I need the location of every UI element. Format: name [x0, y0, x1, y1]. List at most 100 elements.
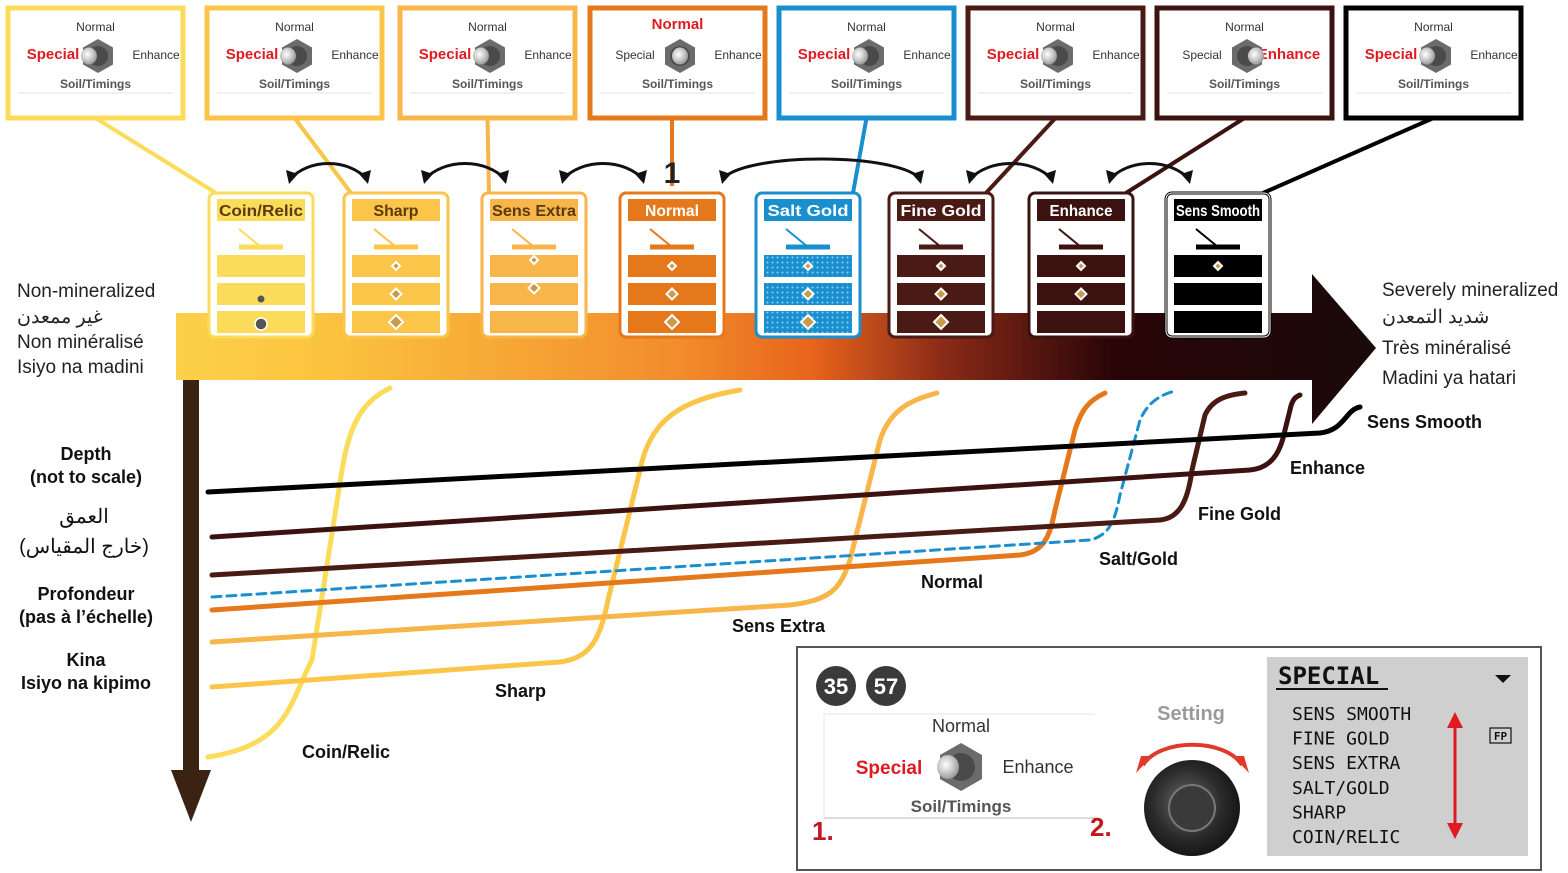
mode-card-title: Sharp: [374, 203, 419, 220]
switch-normal-label: Normal: [1225, 20, 1264, 34]
depth-label-fr: Profondeur: [38, 584, 135, 604]
toggle-switch-icon: [1041, 39, 1073, 73]
switch-special-label: Special: [798, 46, 851, 63]
curve-enhance: [209, 392, 1303, 540]
menu-item-sharp[interactable]: SHARP: [1292, 802, 1346, 823]
depth-label-sw-note: Isiyo na kipimo: [21, 673, 151, 693]
mode-card-title: Enhance: [1050, 203, 1113, 220]
switch-special-label: Special: [226, 46, 279, 63]
depth-labels: Depth (not to scale) العمق (خارج المقياس…: [19, 444, 153, 693]
target-icon: [1212, 260, 1224, 272]
menu-item-salt-gold[interactable]: SALT/GOLD: [1292, 778, 1390, 799]
curve-coin-relic: [205, 385, 393, 760]
switch-soil-timings-label: Soil/Timings: [259, 77, 330, 91]
target-icon: [389, 287, 403, 301]
connector-sharp: [292, 116, 353, 195]
switch-special-label: Special: [419, 46, 472, 63]
curve-normal: [209, 390, 1108, 613]
curve-label-sharp: Sharp: [495, 681, 546, 701]
curve-label-enhance: Enhance: [1290, 458, 1365, 478]
right-label-en: Severely mineralized: [1382, 280, 1558, 301]
right-label-sw: Madini ya hatari: [1382, 368, 1516, 389]
switch-enhance-label: Enhance: [1470, 48, 1518, 62]
mode-card-title: Salt Gold: [768, 203, 849, 220]
coin-target-icon: [257, 295, 265, 303]
curve-fine-gold: [209, 390, 1248, 578]
target-icon: [932, 313, 950, 331]
mode-card-enhance[interactable]: Enhance: [1027, 191, 1135, 339]
mode-card-salt-gold[interactable]: Salt Gold: [754, 191, 862, 339]
mode-card-sens-extra[interactable]: Sens Extra: [480, 191, 588, 339]
menu-item-fine-gold[interactable]: FINE GOLD: [1292, 729, 1390, 750]
curve-label-salt-gold: Salt/Gold: [1099, 549, 1178, 569]
panel-switch-special: Special: [856, 758, 923, 779]
toggle-switch-icon: [81, 39, 113, 73]
detector-screen-panel: 35 57 Normal Special Enhance Soil/Timing…: [796, 646, 1542, 871]
badge-57-label: 57: [874, 674, 898, 699]
curve-label-coin-relic: Coin/Relic: [302, 742, 390, 762]
depth-label-sw: Kina: [66, 650, 106, 670]
curve-sens-smooth: [205, 404, 1363, 495]
switch-normal-label: Normal: [1414, 20, 1453, 34]
severely-mineralized-labels: Severely mineralized شديد التمعدن Très m…: [1382, 280, 1558, 389]
menu-item-coin-relic[interactable]: COIN/RELIC: [1292, 827, 1400, 848]
menu-item-sens-smooth[interactable]: SENS SMOOTH: [1292, 704, 1411, 725]
toggle-switch-icon: [852, 39, 884, 73]
left-label-ar: غير ممعدن: [17, 307, 103, 328]
right-label-fr: Très minéralisé: [1382, 338, 1511, 359]
switch-normal-label: Normal: [76, 20, 115, 34]
mode-card-fine-gold[interactable]: Fine Gold: [887, 191, 995, 339]
mode-card-sharp[interactable]: Sharp: [342, 191, 450, 339]
rotate-arrow-left-head: [1136, 756, 1152, 773]
menu-item-sens-extra[interactable]: SENS EXTRA: [1292, 753, 1401, 774]
switch-soil-timings-label: Soil/Timings: [831, 77, 902, 91]
toggle-switch-icon: [1232, 39, 1264, 73]
toggle-switch-icon: [473, 39, 505, 73]
right-label-ar: شديد التمعدن: [1382, 307, 1489, 328]
toggle-switch-icon: [280, 39, 312, 73]
setting-label: Setting: [1157, 703, 1225, 725]
depth-label-ar: العمق: [59, 506, 109, 528]
curve-label-sens-extra: Sens Extra: [732, 616, 826, 636]
switch-soil-timings-label: Soil/Timings: [1209, 77, 1280, 91]
switch-enhance-label: Enhance: [714, 48, 762, 62]
panel-toggle-switch-icon[interactable]: [937, 743, 982, 791]
soil-band: [490, 255, 578, 277]
badge-35-label: 35: [824, 674, 848, 699]
connector-coin-relic: [94, 116, 218, 195]
mode-card-normal[interactable]: Normal: [618, 191, 726, 339]
connector-salt-gold: [851, 117, 869, 194]
switch-normal-label: Normal: [652, 16, 704, 33]
curve-sens-extra: [209, 390, 940, 645]
soil-band: [1037, 311, 1125, 333]
target-icon: [935, 260, 947, 272]
mode-card-coin-relic[interactable]: Coin/Relic: [207, 191, 315, 339]
fp-badge: FP: [1494, 730, 1508, 743]
target-icon: [527, 281, 541, 295]
toggle-switch-icon: [1419, 39, 1451, 73]
target-icon: [663, 313, 681, 331]
target-icon: [665, 287, 679, 301]
scroll-arrow-icon: [1447, 712, 1463, 839]
curve-sharp: [209, 387, 743, 690]
mode-card-title: Fine Gold: [901, 203, 982, 220]
target-icon: [666, 260, 678, 272]
step-marker: 1: [664, 157, 681, 190]
curve-label-sens-smooth: Sens Smooth: [1367, 412, 1482, 432]
switch-enhance-label: Enhance: [524, 48, 572, 62]
switch-enhance-label: Enhance: [331, 48, 379, 62]
mode-card-sens-smooth[interactable]: Sens Smooth: [1164, 191, 1272, 339]
switch-enhance-label: Enhance: [132, 48, 180, 62]
setting-knob-icon[interactable]: [1144, 760, 1240, 856]
curve-label-normal: Normal: [921, 572, 983, 592]
swap-arrow-icon: [422, 162, 508, 182]
soil-band: [217, 255, 305, 277]
coin-target-icon: [254, 317, 268, 331]
switch-soil-timings-label: Soil/Timings: [642, 77, 713, 91]
menu-dropdown-icon[interactable]: [1495, 675, 1511, 683]
